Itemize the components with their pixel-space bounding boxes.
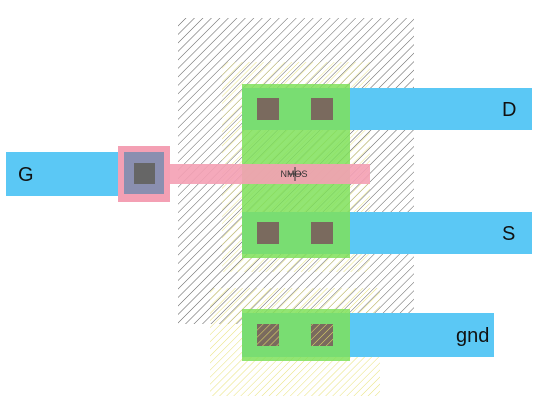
drain-terminal-label: D bbox=[502, 99, 516, 121]
gate-contact bbox=[134, 163, 155, 184]
gnd-terminal-label: gnd bbox=[456, 325, 489, 347]
drain-contact-1 bbox=[257, 98, 279, 120]
gnd-contact-2 bbox=[311, 324, 333, 346]
device-origin-marker bbox=[288, 167, 302, 181]
source-contact-2 bbox=[311, 222, 333, 244]
device-label: NMOS bbox=[281, 169, 308, 179]
poly-gate bbox=[166, 164, 370, 184]
drain-contact-2 bbox=[311, 98, 333, 120]
gnd-contact-1 bbox=[257, 324, 279, 346]
gate-terminal-label: G bbox=[18, 164, 34, 186]
source-terminal-label: S bbox=[502, 223, 515, 245]
source-contact-1 bbox=[257, 222, 279, 244]
